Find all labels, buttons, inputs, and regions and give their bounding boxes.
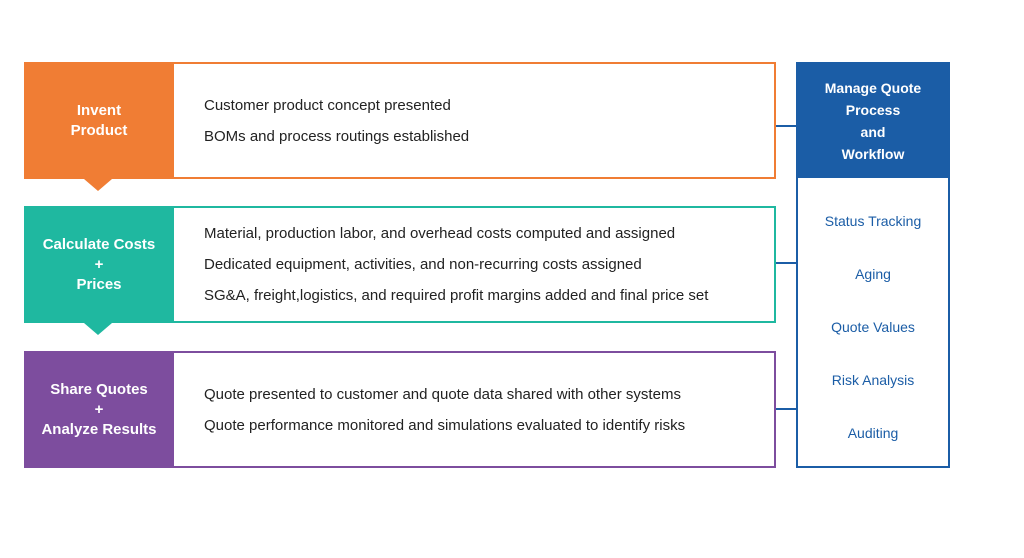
stage-details-invent-product: Customer product concept presented BOMs … [174,62,776,179]
panel-title-line: Process [845,102,901,118]
stage-detail-line: BOMs and process routings established [204,127,470,145]
stage-detail-line: Quote presented to customer and quote da… [204,385,681,403]
workflow-panel-items: Status Tracking Aging Quote Values Risk … [798,178,948,466]
stage-details-share-quotes: Quote presented to customer and quote da… [174,351,776,468]
stage-label-line: Analyze Results [41,420,157,438]
stage-details-calculate-costs: Material, production labor, and overhead… [174,206,776,323]
stage-label-line: Prices [76,275,122,293]
stage-label-line: Invent [76,101,122,119]
stage-label-share-quotes: Share Quotes + Analyze Results [24,351,174,468]
panel-item-aging: Aging [855,266,891,282]
connector-line [776,262,796,264]
down-arrow-icon [84,179,112,191]
panel-title-line: Manage Quote [824,80,922,96]
panel-title-line: Workflow [841,146,905,162]
workflow-panel: Manage Quote Process and Workflow Status… [796,62,950,468]
stage-label-line: Calculate Costs [42,235,156,253]
stage-detail-line: Dedicated equipment, activities, and non… [204,256,642,273]
stage-label-line: + [94,255,104,273]
stage-detail-line: Material, production labor, and overhead… [204,225,676,242]
connector-line [776,408,796,410]
quote-process-diagram: Invent Product Customer product concept … [24,60,952,470]
stage-share-quotes: Share Quotes + Analyze Results Quote pre… [24,351,776,468]
panel-item-risk-analysis: Risk Analysis [831,372,915,388]
down-arrow-icon [84,323,112,335]
panel-item-status-tracking: Status Tracking [824,213,922,229]
workflow-panel-title: Manage Quote Process and Workflow [798,64,948,178]
stage-detail-line: Customer product concept presented [204,96,451,114]
panel-item-quote-values: Quote Values [831,319,915,335]
stage-label-line: + [94,400,104,418]
stage-label-calculate-costs: Calculate Costs + Prices [24,206,174,335]
panel-title-line: and [860,124,886,140]
panel-item-auditing: Auditing [847,425,899,441]
stage-invent-product: Invent Product Customer product concept … [24,62,776,191]
connector-line [776,125,796,127]
stage-label-invent-product: Invent Product [24,62,174,191]
stage-detail-line: SG&A, freight,logistics, and required pr… [204,287,709,304]
stage-label-line: Share Quotes [50,380,148,398]
stage-calculate-costs: Calculate Costs + Prices Material, produ… [24,206,776,335]
stage-label-line: Product [70,121,128,139]
stage-detail-line: Quote performance monitored and simulati… [204,416,686,434]
